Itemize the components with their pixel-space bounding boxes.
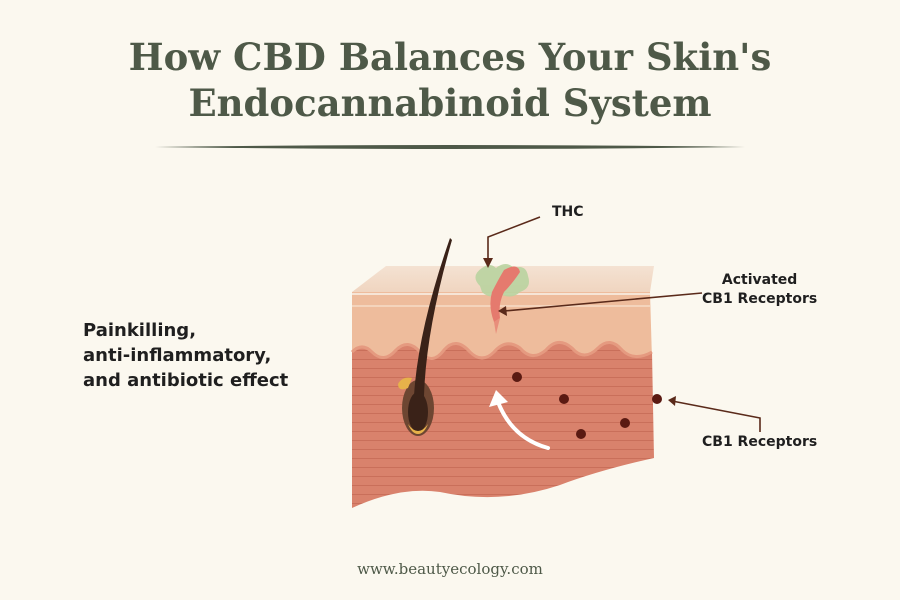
thc-label: THC	[552, 204, 584, 220]
title-line-2: Endocannabinoid System	[188, 81, 712, 125]
activated-cb1-label: Activated CB1 Receptors	[702, 271, 817, 309]
activated-cb1-leader-line	[503, 292, 703, 312]
page-title: How CBD Balances Your Skin's Endocannabi…	[0, 34, 900, 126]
thc-channel	[490, 266, 520, 322]
effect-line-2: anti-inflammatory,	[83, 345, 272, 366]
effect-line-3: and antibiotic effect	[83, 370, 289, 391]
dermis-layer	[352, 342, 654, 508]
activated-cb1-label-line-2: CB1 Receptors	[702, 291, 818, 307]
website-url: www.beautyecology.com	[357, 560, 543, 578]
title-line-1: How CBD Balances Your Skin's	[128, 35, 772, 79]
thc-leader-line	[487, 216, 541, 262]
cb1-receptor-dot	[559, 394, 569, 404]
cb1-receptor-dot	[652, 394, 662, 404]
activation-arrow	[496, 400, 550, 450]
cb1-receptor-dot	[620, 418, 630, 428]
cb1-receptors-label: CB1 Receptors	[702, 434, 818, 450]
effect-description: Painkilling, anti-inflammatory, and anti…	[83, 318, 288, 393]
hair-shaft	[414, 238, 452, 396]
effect-line-1: Painkilling,	[83, 320, 197, 341]
title-divider	[155, 145, 745, 149]
cb1-receptor-dot	[512, 372, 522, 382]
cb1-leader-line	[671, 400, 761, 432]
activated-cb1-label-line-1: Activated	[721, 272, 798, 288]
cb1-receptor-dot	[576, 429, 586, 439]
sebaceous-gland	[398, 377, 412, 390]
